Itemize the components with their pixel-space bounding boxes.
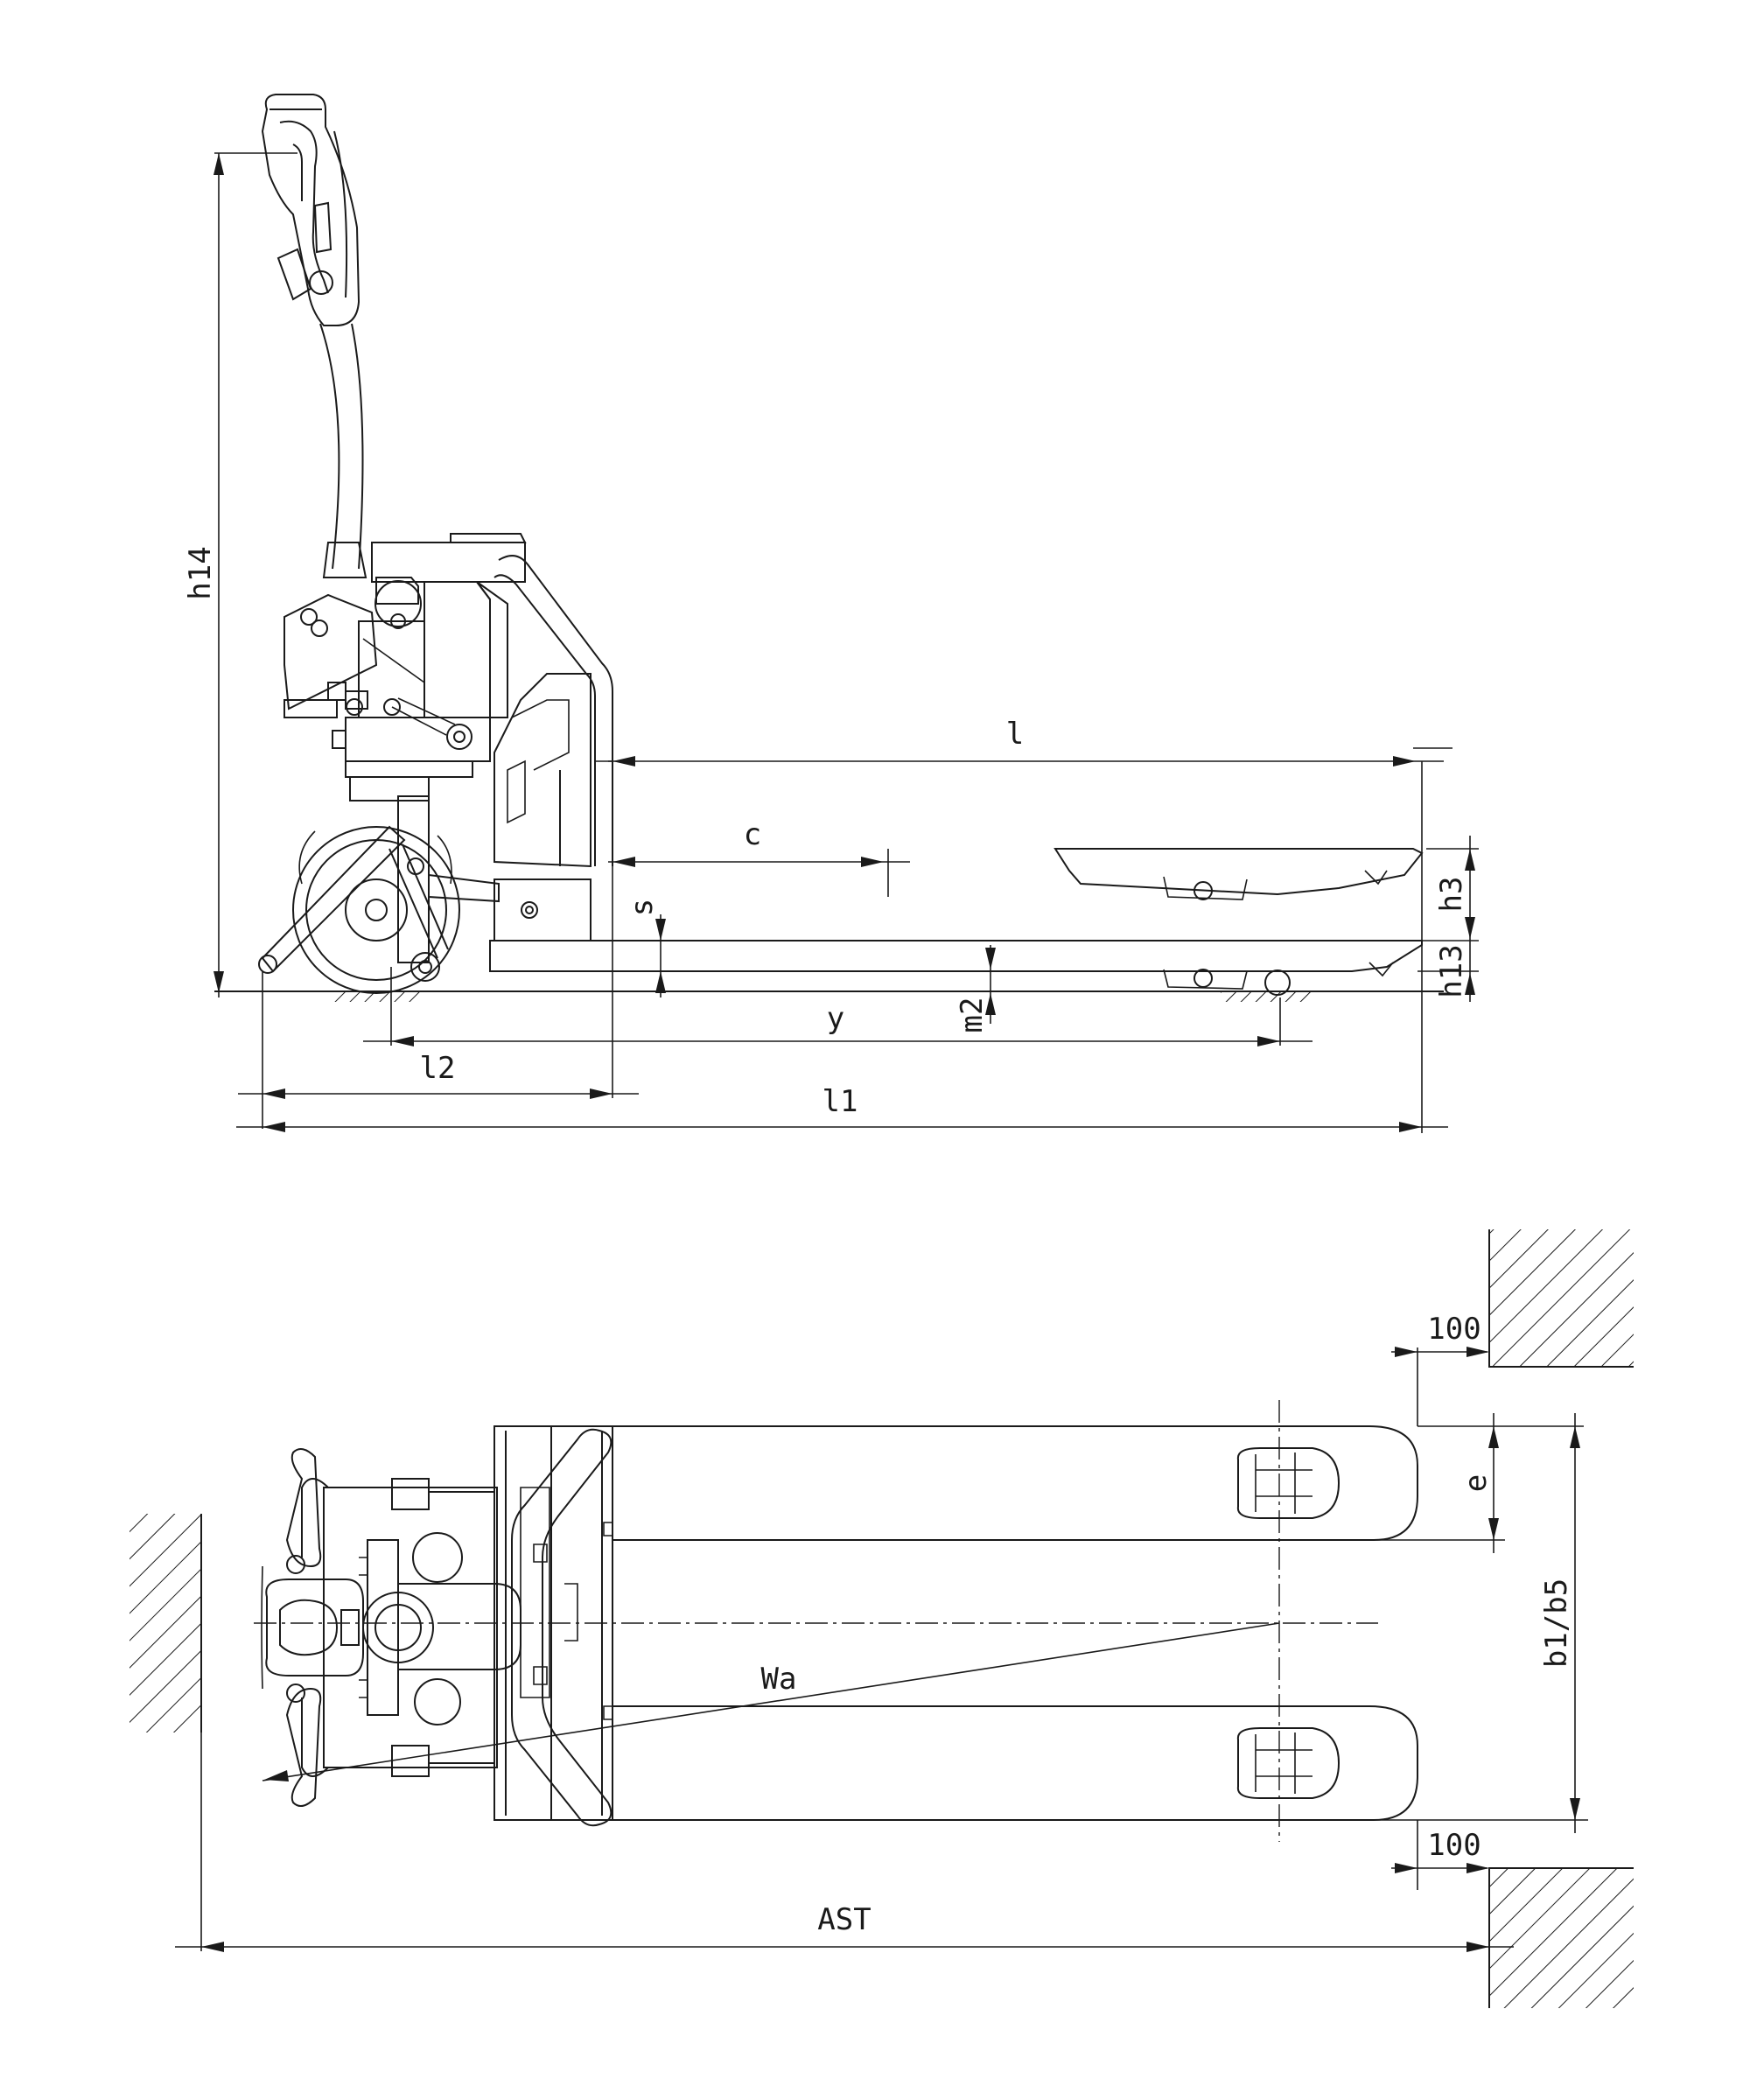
- label-e: e: [1459, 1474, 1494, 1492]
- label-b1-b5: b1/b5: [1539, 1578, 1574, 1668]
- motor-housing: [358, 533, 527, 750]
- label-l2: l2: [420, 1051, 456, 1086]
- label-clearance-top: 100: [1427, 1312, 1480, 1347]
- label-ast: AST: [817, 1902, 871, 1937]
- drive-unit: [258, 717, 500, 994]
- ground-hatch-drive: [332, 991, 420, 1002]
- top-tiller-handle: [261, 1448, 364, 1807]
- ground-hatch-fork: [1221, 991, 1312, 1002]
- label-s: s: [625, 899, 660, 916]
- label-h14: h14: [183, 546, 218, 599]
- wall-left: [130, 1514, 201, 1732]
- top-view-dimensions: 100 100 e b1/b5 Wa AST: [175, 1312, 1588, 1952]
- side-view: [214, 94, 1444, 1002]
- top-push-guard: [511, 1428, 612, 1827]
- side-view-dimensions: h14 l c s h3 h13 m2: [183, 152, 1479, 1133]
- tiller-arm: [284, 323, 456, 736]
- push-guard: [494, 555, 613, 866]
- top-view: [130, 1229, 1634, 2008]
- chassis: [494, 673, 592, 942]
- label-l: l: [1006, 717, 1024, 752]
- tiller-handle-head: [261, 94, 360, 326]
- fork-lowered: [489, 940, 1423, 996]
- label-m2: m2: [955, 998, 990, 1033]
- label-h13: h13: [1434, 944, 1469, 998]
- wall-bottom-right: [1489, 1868, 1634, 2008]
- label-c: c: [744, 817, 761, 852]
- label-wa: Wa: [761, 1662, 797, 1697]
- top-drive-unit: [301, 1478, 522, 1777]
- label-clearance-bottom: 100: [1427, 1828, 1480, 1863]
- fork-raised: [1054, 848, 1424, 900]
- label-l1: l1: [822, 1084, 858, 1119]
- fork-top: [612, 1425, 1418, 1541]
- fork-bottom: [612, 1705, 1418, 1821]
- label-y: y: [827, 1001, 844, 1036]
- label-h3: h3: [1434, 877, 1469, 913]
- wa-line: [262, 1622, 1280, 1782]
- wall-top-right: [1489, 1229, 1634, 1367]
